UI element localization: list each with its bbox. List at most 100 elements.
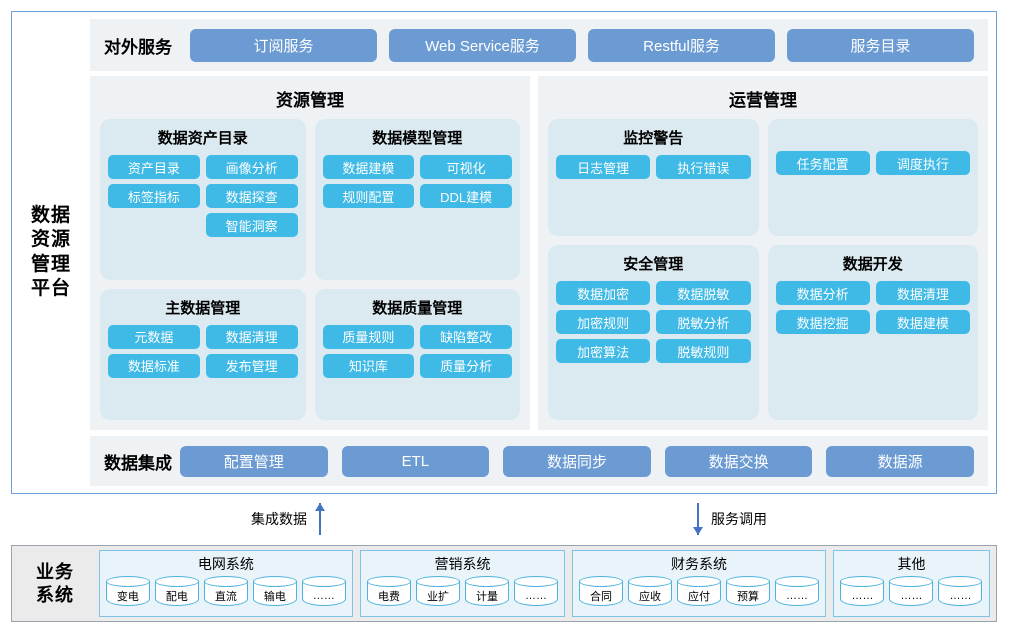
- module-tag[interactable]: 标签指标: [108, 184, 200, 208]
- database-icon[interactable]: ……: [775, 576, 820, 610]
- module-tag-grid: 任务配置调度执行: [775, 151, 970, 175]
- business-system-group: 其他………………: [832, 550, 990, 617]
- module-tag[interactable]: 数据挖掘: [775, 310, 870, 334]
- business-systems-title-line: 系统: [36, 584, 74, 605]
- business-systems-title-line: 业务: [36, 562, 74, 582]
- module-card: 任务配置调度执行: [767, 119, 978, 236]
- database-icon[interactable]: 直流: [203, 576, 248, 610]
- database-row: …… …… ……: [840, 576, 983, 610]
- module-tag[interactable]: 元数据: [108, 324, 200, 349]
- database-label: 合同: [590, 591, 613, 603]
- database-icon[interactable]: 合同: [579, 576, 624, 610]
- module-tag[interactable]: 执行错误: [656, 155, 751, 179]
- external-service-button-4[interactable]: 服务目录: [787, 28, 974, 62]
- module-tag[interactable]: 数据加密: [556, 281, 651, 305]
- database-icon[interactable]: 计量: [464, 576, 509, 610]
- data-integration-button-2[interactable]: ETL: [341, 445, 490, 477]
- database-icon[interactable]: ……: [301, 576, 346, 610]
- business-system-group-title: 财务系统: [671, 556, 728, 572]
- database-icon[interactable]: ……: [889, 576, 934, 610]
- database-icon[interactable]: 应付: [677, 576, 722, 610]
- business-system-group-title: 营销系统: [434, 556, 491, 572]
- module-tag-grid: 日志管理执行错误: [556, 155, 751, 179]
- module-card-title: 监控警告: [623, 130, 684, 147]
- module-tag[interactable]: 画像分析: [205, 155, 298, 179]
- database-icon[interactable]: 变电: [105, 576, 150, 610]
- module-tag[interactable]: 任务配置: [775, 151, 870, 175]
- database-label: 应付: [688, 591, 711, 603]
- module-tag[interactable]: 加密算法: [556, 339, 651, 363]
- module-tag[interactable]: 缺陷整改: [420, 324, 512, 349]
- external-service-button-3[interactable]: Restful服务: [588, 28, 775, 62]
- data-integration-button-3[interactable]: 数据同步: [503, 445, 651, 477]
- module-tag[interactable]: 质量分析: [420, 353, 512, 378]
- tag-placeholder: [108, 213, 200, 237]
- domain-operation-management: 运营管理监控警告日志管理执行错误 任务配置调度执行安全管理数据加密数据脱敏加密规…: [538, 76, 988, 430]
- data-integration-button-5[interactable]: 数据源: [826, 445, 974, 477]
- database-icon[interactable]: 电费: [366, 576, 411, 610]
- module-tag[interactable]: DDL建模: [420, 184, 512, 208]
- database-label: 计量: [475, 591, 498, 603]
- database-row: 变电配电直流输电 ……: [105, 576, 346, 610]
- module-tag[interactable]: 加密规则: [556, 310, 651, 334]
- data-integration-title: 数据集成: [104, 453, 172, 473]
- data-integration-buttons: 配置管理 ETL 数据同步数据交换数据源: [180, 445, 974, 477]
- database-icon[interactable]: ……: [938, 576, 983, 610]
- database-label: 应收: [639, 591, 662, 603]
- module-tag[interactable]: 数据标准: [108, 353, 200, 378]
- module-card: 主数据管理元数据数据清理数据标准发布管理: [100, 288, 306, 420]
- data-integration-button-4[interactable]: 数据交换: [664, 445, 813, 477]
- database-label: ……: [851, 590, 874, 602]
- module-tag[interactable]: 调度执行: [875, 151, 970, 175]
- module-tag-grid: 质量规则缺陷整改知识库质量分析: [322, 324, 512, 378]
- database-icon[interactable]: 预算: [726, 576, 771, 610]
- platform-title-line: 平台: [30, 277, 71, 299]
- database-icon[interactable]: 业扩: [415, 576, 460, 610]
- module-tag[interactable]: 数据脱敏: [656, 281, 751, 305]
- data-integration-button-1[interactable]: 配置管理: [180, 445, 328, 477]
- module-tag[interactable]: 数据分析: [775, 281, 870, 305]
- business-systems-groups: 电网系统变电配电直流输电……营销系统电费业扩计量……财务系统合同应收应付预算………: [99, 550, 990, 617]
- module-tag[interactable]: 知识库: [322, 353, 415, 378]
- database-icon[interactable]: ……: [840, 576, 885, 610]
- module-card: 数据质量管理质量规则缺陷整改知识库质量分析: [314, 288, 520, 420]
- external-service-button-1[interactable]: 订阅服务: [190, 28, 377, 62]
- database-row: 电费业扩 计量 ……: [366, 576, 558, 610]
- module-tag-grid: 数据分析数据清理数据挖掘数据建模: [775, 281, 970, 334]
- database-label: ……: [949, 590, 972, 602]
- module-card-title: 数据模型管理: [372, 130, 463, 147]
- database-label: ……: [524, 590, 547, 602]
- module-tag[interactable]: 日志管理: [556, 155, 651, 179]
- database-icon[interactable]: 输电: [252, 576, 297, 610]
- domain-resource-management: 资源管理数据资产目录资产目录画像分析标签指标数据探查智能洞察数据模型管理数据建模…: [90, 76, 530, 430]
- database-icon[interactable]: 应收: [628, 576, 673, 610]
- module-card-title: 数据开发: [842, 256, 903, 273]
- domains-row: 资源管理数据资产目录资产目录画像分析标签指标数据探查智能洞察数据模型管理数据建模…: [90, 76, 988, 430]
- module-tag[interactable]: 脱敏规则: [656, 339, 751, 363]
- module-tag[interactable]: 可视化: [420, 155, 512, 179]
- module-tag[interactable]: 数据清理: [875, 281, 970, 305]
- business-systems-title: 业务 系统: [18, 561, 92, 606]
- module-tag[interactable]: 数据建模: [322, 155, 415, 179]
- module-tag[interactable]: 数据探查: [205, 184, 298, 208]
- external-service-button-2[interactable]: Web Service服务: [389, 28, 576, 62]
- module-tag[interactable]: 数据清理: [205, 324, 298, 349]
- database-icon[interactable]: 配电: [154, 576, 199, 610]
- platform-title: 数据 资源 管理 平台: [12, 12, 90, 493]
- database-label: ……: [312, 590, 335, 602]
- module-tag[interactable]: 发布管理: [205, 353, 298, 378]
- external-services-title: 对外服务: [104, 37, 172, 57]
- database-icon[interactable]: ……: [513, 576, 558, 610]
- module-tag[interactable]: 数据建模: [875, 310, 970, 334]
- module-tag[interactable]: 脱敏分析: [656, 310, 751, 334]
- module-card: 数据开发数据分析数据清理数据挖掘数据建模: [767, 245, 978, 420]
- module-tag[interactable]: 规则配置: [322, 184, 415, 208]
- module-tag[interactable]: 智能洞察: [205, 213, 298, 237]
- module-tag[interactable]: 资产目录: [108, 155, 200, 179]
- domain-card-grid: 数据资产目录资产目录画像分析标签指标数据探查智能洞察数据模型管理数据建模可视化规…: [100, 119, 520, 420]
- module-tag[interactable]: 质量规则: [322, 324, 415, 349]
- business-system-group: 电网系统变电配电直流输电……: [99, 550, 353, 617]
- connector-service-call: 服务调用: [691, 503, 767, 535]
